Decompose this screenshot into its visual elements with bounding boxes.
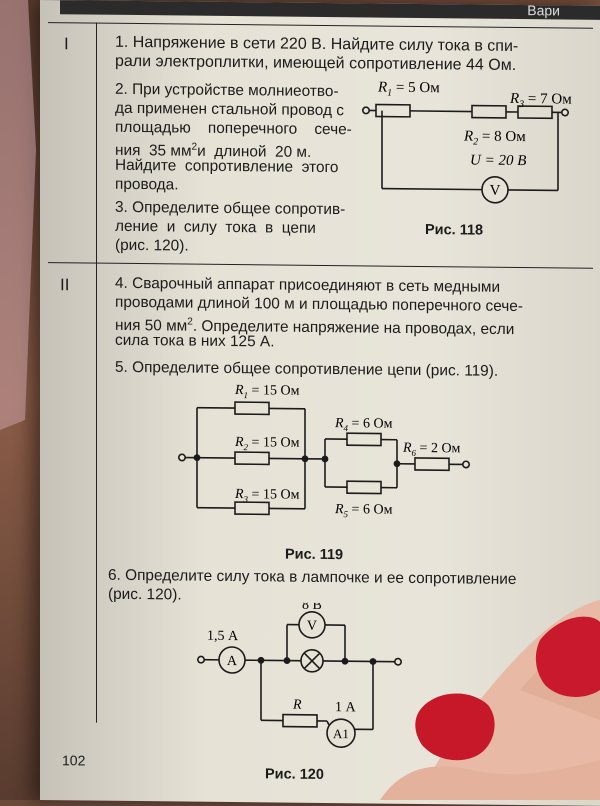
figure-118-voltmeter-label: V: [490, 183, 501, 199]
figure-120-voltmeter-label: V: [307, 619, 317, 634]
figure-118-r3-label: R3 = 7 Ом: [509, 91, 572, 111]
figure-120-ammeter2-label: A1: [333, 726, 349, 741]
problem-3-line-3: (рис. 120).: [115, 237, 189, 256]
problem-3-line-1: 3. Определите общее сопротив-: [115, 199, 345, 220]
figure-119-r4-label: R4 = 6 Ом: [334, 416, 393, 434]
figure-120-circuit: A 1,5 А V 8 В R A1 1 А: [195, 602, 415, 774]
figure-119-r3-label: R3 = 15 Ом: [234, 487, 300, 505]
figure-119-r6-label: R6 = 2 Ом: [402, 441, 461, 459]
figure-120-ammeter-label: A: [227, 654, 238, 669]
figure-120-voltmeter-reading: 8 В: [302, 602, 322, 613]
figure-120-ammeter-reading: 1,5 А: [207, 629, 239, 644]
figure-119-r5-label: R5 = 6 Ом: [334, 502, 393, 520]
figure-119-caption: Рис. 119: [285, 547, 343, 564]
problem-2-line-1: 2. При устройстве молниеотво-: [115, 81, 339, 102]
textbook-page: Вари I II 1. Напряжение в сети 220 В. На…: [40, 0, 600, 806]
page-number: 102: [62, 752, 85, 768]
problem-2-line-6: провода.: [115, 176, 179, 195]
problem-3-line-2: ление и силу тока в цепи: [115, 218, 316, 239]
section-divider: [48, 262, 593, 269]
figure-118-r2-label: R2 = 8 Ом: [463, 128, 526, 148]
running-title: Вари: [527, 2, 560, 18]
figure-120-resistor-label: R: [292, 698, 302, 713]
table-column-rule: [96, 23, 97, 723]
table-top-rule: [48, 22, 593, 29]
problem-5-text: 5. Определите общее сопротивление цепи (…: [115, 359, 498, 382]
problem-2-line-3: площадью поперечного сечe-: [115, 119, 352, 140]
figure-120-caption: Рис. 120: [265, 766, 324, 783]
section-roman-one: I: [64, 34, 69, 54]
figure-119-circuit: R1 = 15 Ом R2 = 15 Ом R3 = 15 Ом R4 = 6 …: [175, 379, 475, 542]
problem-4-line-4: сила тока в них 125 А.: [115, 332, 274, 352]
problem-6-line-2: (рис. 120).: [108, 586, 182, 605]
figure-119-r2-label: R2 = 15 Ом: [234, 435, 300, 453]
figure-118-voltage-label: U = 20 В: [470, 153, 526, 170]
problem-1-line-2: рали электроплитки, имеющей сопротивлени…: [115, 53, 516, 76]
figure-118-caption: Рис. 118: [425, 222, 483, 239]
problem-2-line-5: Найдите сопротивление этого: [115, 157, 338, 178]
section-roman-two: II: [60, 275, 69, 295]
figure-118-circuit: V R1 = 5 Ом R3 = 7 Ом R2 = 8 Ом U = 20 В: [360, 75, 575, 207]
figure-119-r1-label: R1 = 15 Ом: [234, 383, 300, 401]
problem-2-line-2: да применен стальной провод с: [115, 100, 344, 121]
figure-118-r1-label: R1 = 5 Ом: [377, 80, 440, 100]
figure-120-ammeter2-reading: 1 А: [335, 700, 356, 715]
